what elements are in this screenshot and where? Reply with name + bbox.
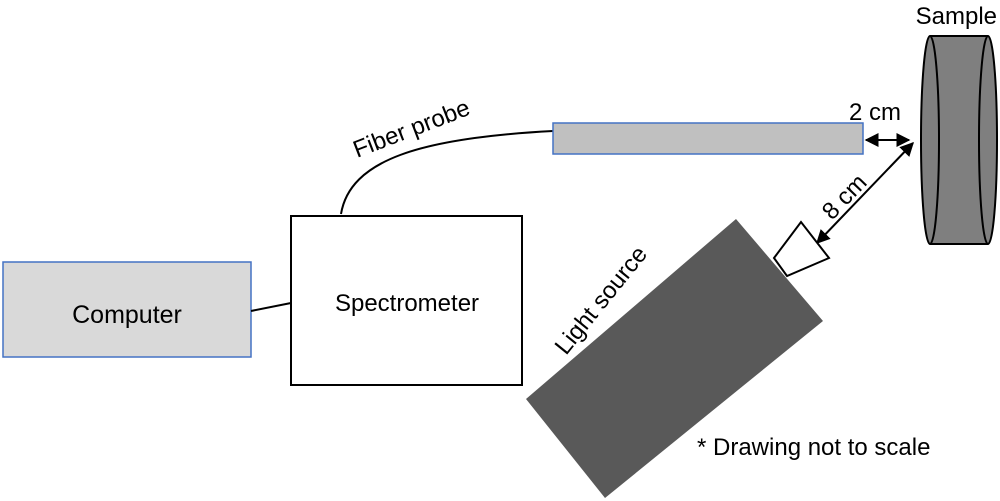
fiber-cable bbox=[340, 130, 554, 215]
computer-label: Computer bbox=[72, 301, 182, 329]
footnote: * Drawing not to scale bbox=[697, 434, 930, 461]
fiber-probe-label: Fiber probe bbox=[349, 94, 473, 163]
distance-label-2cm: 2 cm bbox=[849, 99, 901, 126]
distance-label-8cm: 8 cm bbox=[817, 169, 873, 225]
fiber-probe bbox=[552, 122, 864, 155]
computer-box bbox=[2, 261, 252, 358]
spectrometer-box bbox=[290, 215, 523, 386]
spectrometer-label: Spectrometer bbox=[335, 290, 479, 317]
sample-label: Sample bbox=[916, 3, 997, 30]
sample-cylinder bbox=[920, 35, 998, 245]
computer-spectrometer-cable bbox=[250, 302, 292, 312]
light-source-body bbox=[526, 219, 823, 498]
light-source-lens bbox=[772, 220, 831, 278]
distance-arrow-8cm bbox=[816, 141, 914, 245]
